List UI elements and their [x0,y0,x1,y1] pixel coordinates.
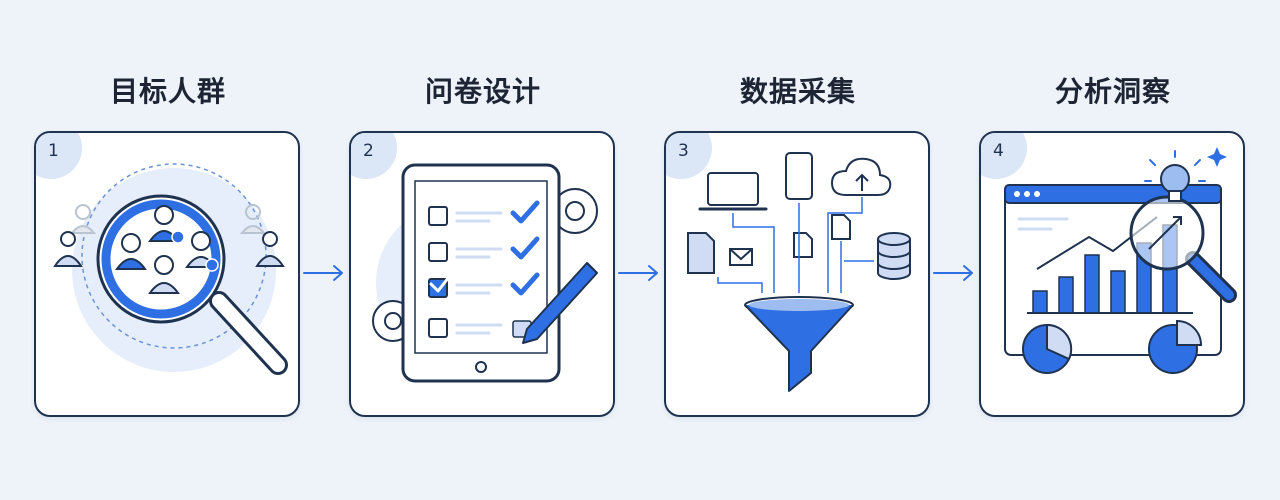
step-3-title: 数据采集 [739,75,856,108]
step-4-title: 分析洞察 [1054,75,1171,108]
questionnaire-tablet-icon [372,163,598,383]
data-collection-funnel-icon [687,152,911,392]
step-4-card: 4 [979,131,1245,417]
step-3-number: 3 [678,141,689,161]
arrow-right-icon [618,265,658,281]
step-4-number: 4 [993,141,1004,161]
step-2-title: 问卷设计 [424,75,541,108]
step-1-number: 1 [48,141,59,161]
step-1-card: 1 [34,131,300,417]
arrow-right-icon [933,265,973,281]
step-1-title: 目标人群 [109,75,226,108]
step-1-number-badge: 1 [36,133,82,179]
step-2-number: 2 [363,141,374,161]
step-2-card: 2 [349,131,615,417]
analysis-insight-dashboard-icon [1004,147,1237,374]
arrow-right-icon [303,265,343,281]
step-3-card: 3 [664,131,930,417]
target-audience-magnifier-icon [53,163,288,375]
